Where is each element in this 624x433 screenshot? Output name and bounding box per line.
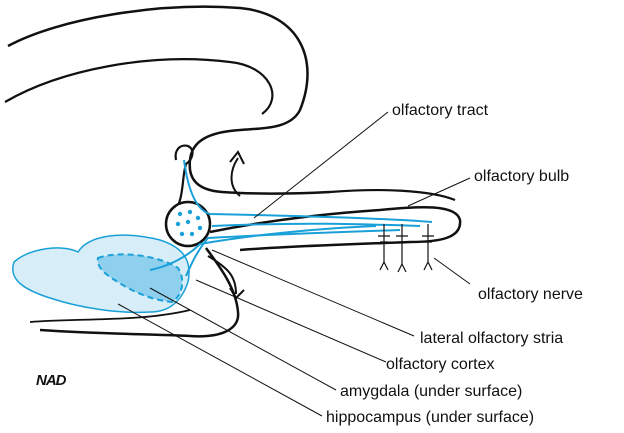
label-lateral-olfactory-stria: lateral olfactory stria	[420, 330, 563, 348]
label-olfactory-nerve: olfactory nerve	[478, 286, 583, 304]
label-olfactory-tract: olfactory tract	[392, 102, 488, 120]
label-amygdala: amygdala (under surface)	[340, 383, 522, 401]
label-hippocampus: hippocampus (under surface)	[326, 409, 534, 427]
artist-signature: NAD	[36, 372, 66, 389]
label-olfactory-bulb: olfactory bulb	[474, 168, 569, 186]
label-olfactory-cortex: olfactory cortex	[386, 356, 494, 374]
frontal-lobe-outline	[8, 7, 330, 194]
upper-bulb-edge	[330, 190, 455, 200]
lower-contour	[30, 310, 190, 322]
inner-gyrus-outline	[5, 59, 272, 114]
